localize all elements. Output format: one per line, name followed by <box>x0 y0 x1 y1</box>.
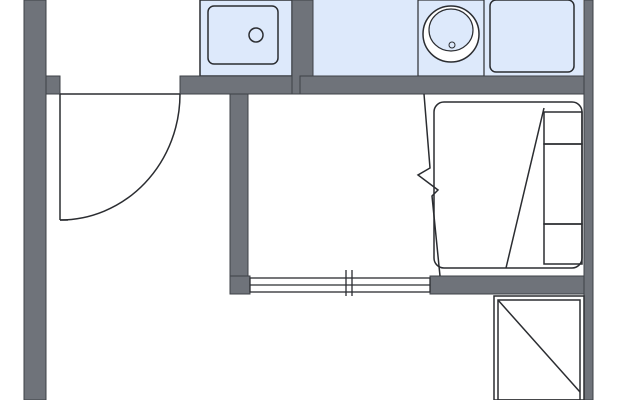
washbasin-icon <box>417 0 485 77</box>
walls <box>23 0 594 400</box>
sink-icon <box>207 5 279 65</box>
bed-icon <box>433 101 583 269</box>
door-swing-icon <box>59 93 181 221</box>
zigzag-break-icon <box>416 93 441 277</box>
kitchen-counter <box>199 0 293 77</box>
sliding-door-icon <box>249 270 431 296</box>
toilet-icon <box>489 0 575 73</box>
closet-cross-icon <box>493 295 585 400</box>
